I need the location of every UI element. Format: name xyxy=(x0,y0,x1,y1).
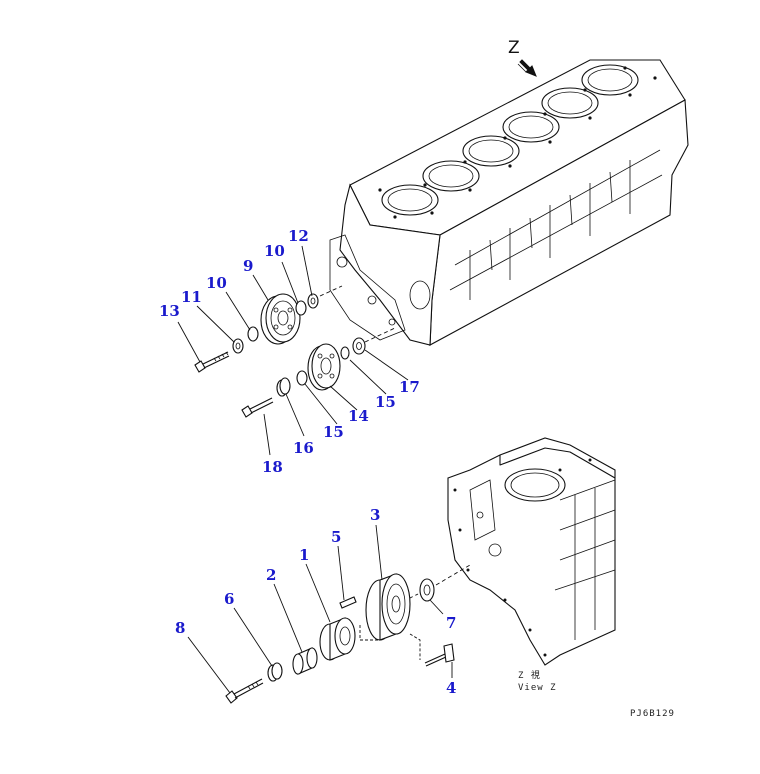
spacer-10-left xyxy=(247,326,259,342)
spacer-10-right xyxy=(295,300,307,316)
callout-13: 13 xyxy=(159,302,180,320)
callout-14: 14 xyxy=(348,407,369,425)
engine-block-upper xyxy=(329,59,689,346)
drawing-code: PJ6B129 xyxy=(630,709,675,719)
callout-3: 3 xyxy=(370,506,380,524)
callout-8: 8 xyxy=(175,619,185,637)
bolt-8 xyxy=(225,678,264,704)
washer-7 xyxy=(419,578,435,602)
bolt-4 xyxy=(424,643,455,667)
view-caption-jp: Z 視 xyxy=(518,669,541,681)
callout-10-left: 10 xyxy=(206,274,227,292)
gear-14 xyxy=(307,343,341,391)
washer-11 xyxy=(232,338,244,354)
callout-16: 16 xyxy=(293,439,314,457)
pin-5 xyxy=(339,596,357,609)
callout-18: 18 xyxy=(262,458,283,476)
callout-6: 6 xyxy=(224,590,234,608)
callout-12: 12 xyxy=(288,227,309,245)
callout-15-upper: 15 xyxy=(375,393,396,411)
callout-4: 4 xyxy=(446,679,456,697)
leader-lines xyxy=(177,245,453,694)
view-arrow-icon xyxy=(517,59,537,77)
gear-1 xyxy=(319,617,356,661)
sleeve-16 xyxy=(276,377,291,397)
gear-3 xyxy=(365,573,411,641)
idler-gear-9 xyxy=(260,293,301,345)
callout-5: 5 xyxy=(331,528,341,546)
callout-9: 9 xyxy=(243,257,253,275)
callout-11: 11 xyxy=(181,288,202,306)
bolt-18 xyxy=(241,397,274,418)
view-z-marker: Z xyxy=(508,38,520,58)
callout-7: 7 xyxy=(446,614,456,632)
callout-15-lower: 15 xyxy=(323,423,344,441)
callout-17: 17 xyxy=(399,378,420,396)
washer-15-lower xyxy=(296,370,308,386)
bolt-13 xyxy=(194,351,230,373)
washer-17 xyxy=(352,337,366,355)
engine-block-lower xyxy=(447,437,616,666)
callout-labels: 1 2 3 4 5 6 7 8 9 10 10 11 12 13 14 15 1… xyxy=(159,227,456,697)
callout-2: 2 xyxy=(266,566,276,584)
view-caption-en: View Z xyxy=(518,683,557,693)
callout-10-right: 10 xyxy=(264,242,285,260)
lower-gear-train xyxy=(225,564,471,704)
washer-15-upper xyxy=(340,346,350,360)
thrust-washer-6 xyxy=(267,662,283,682)
washer-12 xyxy=(307,293,319,309)
bushing-2 xyxy=(292,647,318,675)
callout-1: 1 xyxy=(299,546,309,564)
upper-gear-train xyxy=(194,285,396,418)
